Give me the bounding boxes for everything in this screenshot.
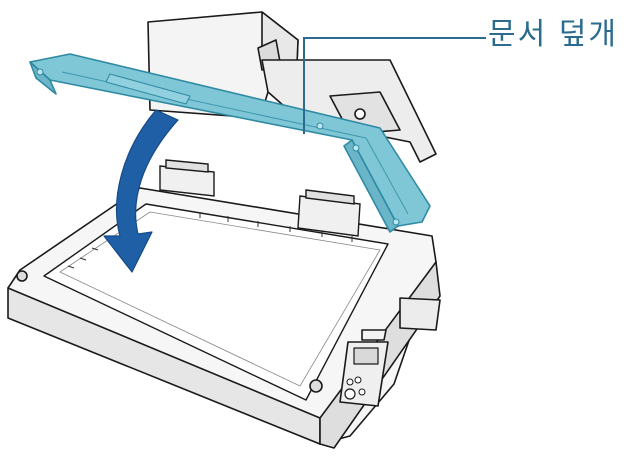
document-cover (29, 53, 431, 233)
document-cover-label: 문서 덮개 (488, 17, 618, 52)
hinge-left (159, 159, 215, 197)
hinge-right (297, 189, 361, 237)
scanner-base (7, 187, 441, 449)
callout-leader (303, 37, 486, 134)
curved-down-arrow-icon (103, 109, 179, 273)
